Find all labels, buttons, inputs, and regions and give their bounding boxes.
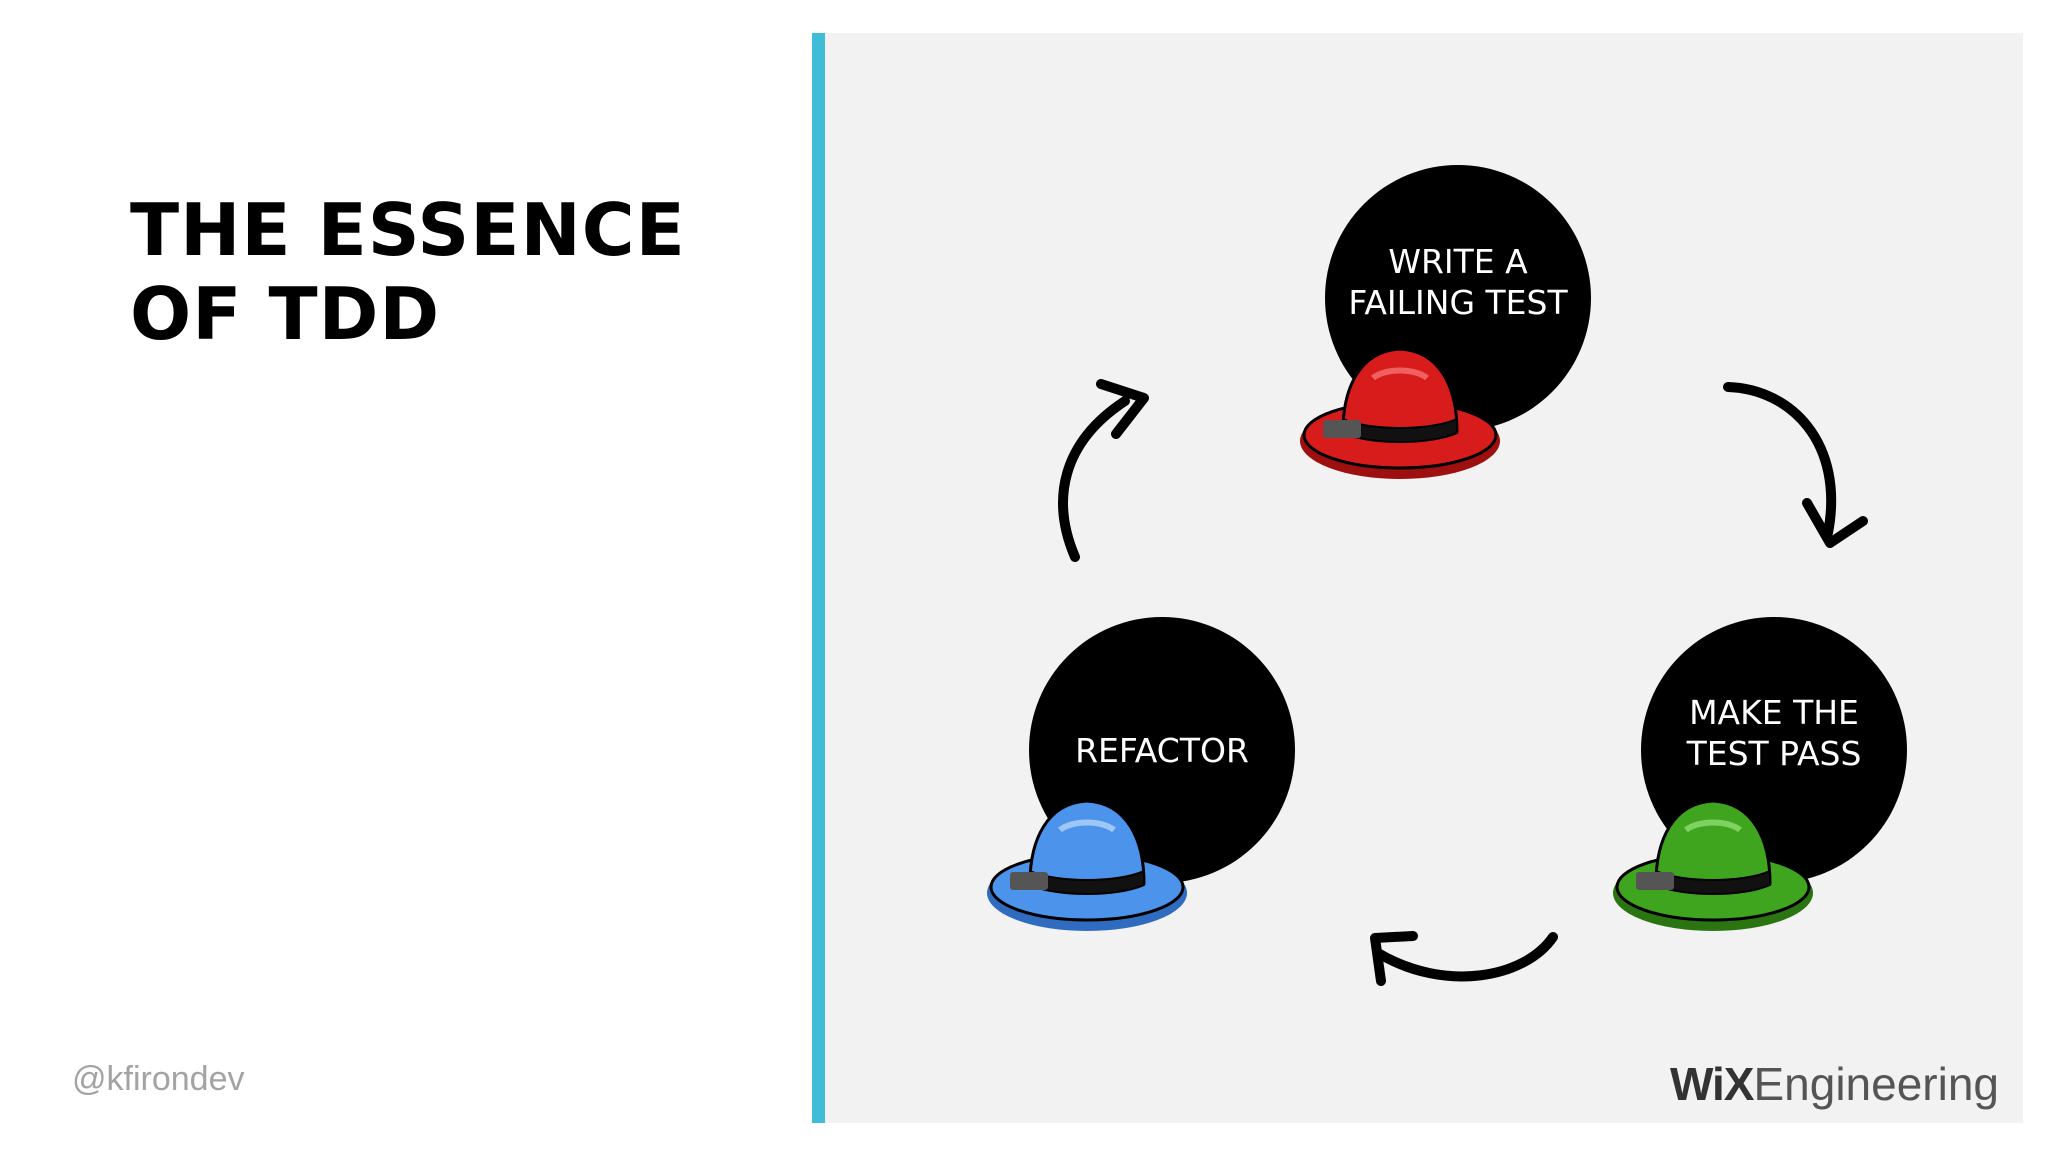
stage-label-line-2: TEST PASS	[1686, 734, 1862, 773]
title-line-1: THE ESSENCE	[130, 188, 686, 272]
twitter-handle: @kfirondev	[72, 1060, 245, 1098]
stage-label-line-1: WRITE A	[1388, 242, 1528, 281]
stage-refactor: REFACTOR	[987, 617, 1295, 931]
green-hat-icon	[1613, 799, 1813, 931]
slide-title: THE ESSENCE OF TDD	[130, 188, 686, 356]
blue-hat-icon	[987, 799, 1187, 931]
stage-make-test-pass: MAKE THE TEST PASS	[1613, 617, 1907, 931]
stage-write-failing-test: WRITE A FAILING TEST	[1300, 165, 1591, 479]
stage-label-line-1: MAKE THE	[1689, 693, 1859, 732]
diagram-panel: WRITE A FAILING TEST MAKE THE TEST PASS	[825, 33, 2023, 1123]
cycle-arrow-to-pass	[1723, 382, 1868, 548]
stage-label-line-1: REFACTOR	[1075, 731, 1249, 770]
title-line-2: OF TDD	[130, 272, 441, 356]
cycle-arrow-to-refactor	[1370, 931, 1558, 986]
accent-bar	[812, 33, 825, 1123]
cycle-arrow-to-failing-test	[1058, 379, 1149, 562]
brand-wix: WiX	[1669, 1058, 1754, 1110]
wix-engineering-logo: WiXEngineering	[1670, 1057, 1999, 1111]
brand-engineering: Engineering	[1753, 1058, 1999, 1110]
stage-label-line-2: FAILING TEST	[1348, 283, 1568, 322]
red-hat-icon	[1300, 347, 1500, 479]
tdd-cycle-diagram: WRITE A FAILING TEST MAKE THE TEST PASS	[987, 165, 1907, 986]
